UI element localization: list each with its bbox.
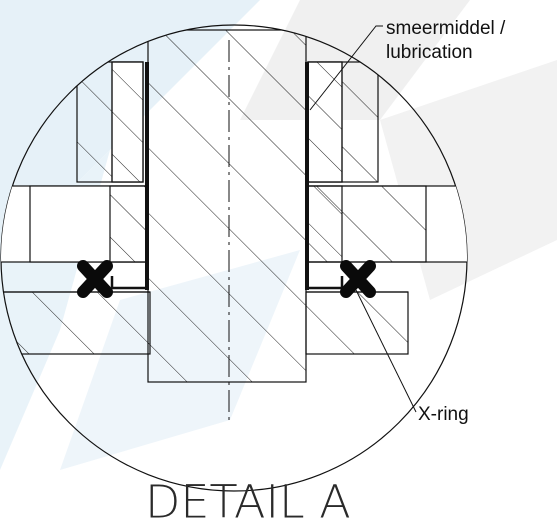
x-ring-seal-left [77,260,113,298]
lower-left-plate [1,291,151,355]
lubrication-leader [309,25,383,111]
lower-right-plate [305,291,409,355]
section-view [1,29,467,420]
lubrication-label-line1: smeermiddel / [386,18,506,39]
xring-leader [355,289,417,413]
detail-title: DETAIL A [145,475,351,528]
xring-label: X-ring [418,404,469,425]
x-ring-seal-right [340,260,376,298]
lubrication-label-line2: lubrication [386,42,473,63]
piston-rod [147,29,307,383]
